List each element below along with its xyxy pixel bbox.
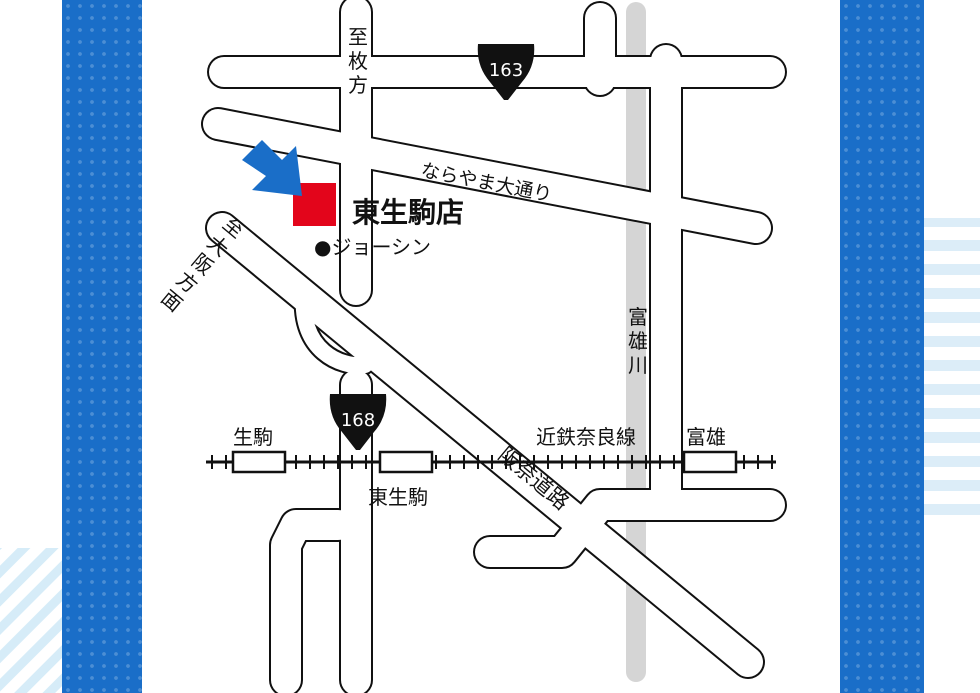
ikoma-station-label: 生駒 <box>233 425 273 449</box>
kintetsu-line-label: 近鉄奈良線 <box>536 425 636 449</box>
deco-stripe-right <box>924 218 980 520</box>
route-163-shield: 163 <box>477 44 535 100</box>
route-168-label: 168 <box>341 410 375 431</box>
road-fills <box>203 0 785 693</box>
tomio-river-label: 富雄川 <box>628 305 648 377</box>
svg-text:至大阪方面: 至大阪方面 <box>156 212 248 317</box>
route-163-label: 163 <box>489 60 523 81</box>
station-ikoma <box>231 450 287 474</box>
right-blue-band <box>840 0 924 693</box>
station-higashi-ikoma <box>378 450 434 474</box>
to-hirakata-label: 至枚方 <box>348 25 368 97</box>
kintetsu-nara-line <box>206 450 776 474</box>
route-168-shield: 168 <box>329 394 387 450</box>
joshin-label: ●ジョーシン <box>314 235 431 259</box>
svg-text:富雄川: 富雄川 <box>628 305 648 377</box>
left-blue-band <box>62 0 142 693</box>
tomio-station-label: 富雄 <box>686 425 726 449</box>
station-tomio <box>682 450 738 474</box>
svg-text:至枚方: 至枚方 <box>348 25 368 97</box>
deco-stripe-left <box>0 548 70 693</box>
higashi-ikoma-station-label: 東生駒 <box>368 485 428 509</box>
store-name: 東生駒店 <box>352 196 464 229</box>
pointer-arrow-icon <box>242 140 302 196</box>
to-osaka-label: 至大阪方面 <box>156 212 248 317</box>
